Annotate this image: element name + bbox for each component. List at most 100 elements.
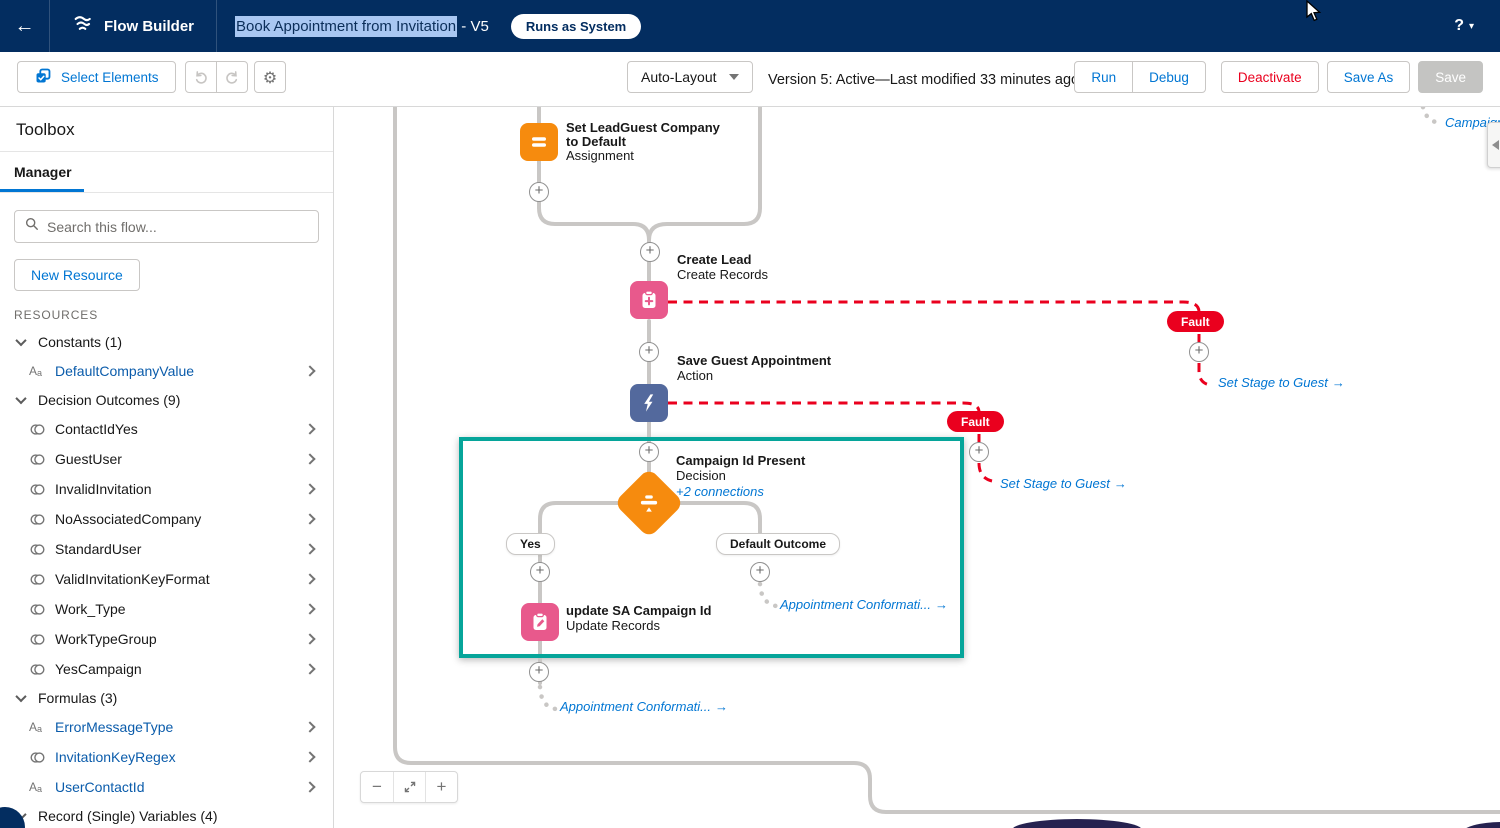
chevron-right-icon[interactable] xyxy=(304,513,316,525)
chevron-right-icon[interactable] xyxy=(304,423,316,435)
resource-item[interactable]: InvalidInvitation xyxy=(0,474,333,504)
outcome-icon xyxy=(29,751,55,764)
chevron-right-icon[interactable] xyxy=(304,633,316,645)
resource-item[interactable]: ValidInvitationKeyFormat xyxy=(0,564,333,594)
offscreen-node-partial xyxy=(1462,822,1500,828)
resource-item[interactable]: NoAssociatedCompany xyxy=(0,504,333,534)
outcome-icon xyxy=(29,543,55,556)
flow-title-selected[interactable]: Book Appointment from Invitation xyxy=(235,15,458,37)
chevron-right-icon[interactable] xyxy=(304,781,316,793)
chevron-right-icon[interactable] xyxy=(304,365,316,377)
zoom-out-button[interactable]: − xyxy=(361,772,393,802)
outcome-icon xyxy=(29,633,55,646)
add-element-button[interactable]: + xyxy=(1189,342,1209,362)
fault-goto-2 xyxy=(977,462,993,483)
flow-search[interactable] xyxy=(14,210,319,243)
goto-link-appointment-1[interactable]: Appointment Conformati...→ xyxy=(780,597,949,612)
resource-item[interactable]: StandardUser xyxy=(0,534,333,564)
fit-view-button[interactable] xyxy=(393,772,425,802)
resource-item[interactable]: YesCampaign xyxy=(0,654,333,684)
settings-button[interactable]: ⚙ xyxy=(254,61,286,93)
new-resource-button[interactable]: New Resource xyxy=(14,259,140,291)
chevron-right-icon[interactable] xyxy=(304,663,316,675)
version-status: Version 5: Active—Last modified 33 minut… xyxy=(768,71,1080,88)
outcome-icon xyxy=(29,603,55,616)
goto-link-appointment-2[interactable]: Appointment Conformati...→ xyxy=(560,699,729,714)
add-element-button[interactable]: + xyxy=(529,662,549,682)
app-name: Flow Builder xyxy=(104,17,194,35)
zoom-in-button[interactable]: + xyxy=(425,772,457,802)
deactivate-button[interactable]: Deactivate xyxy=(1220,61,1319,93)
node-create-records[interactable] xyxy=(630,281,668,319)
add-element-button[interactable]: + xyxy=(750,562,770,582)
goto-link-set-stage-1[interactable]: Set Stage to Guest→ xyxy=(1218,375,1345,390)
goto-link-set-stage-2[interactable]: Set Stage to Guest→ xyxy=(1000,476,1127,491)
chevron-right-icon[interactable] xyxy=(304,543,316,555)
resource-item[interactable]: Work_Type xyxy=(0,594,333,624)
connector-right-merge xyxy=(647,107,762,242)
flow-title[interactable]: Book Appointment from Invitation - V5 xyxy=(235,15,489,37)
node-action[interactable] xyxy=(630,384,668,422)
fault-pill-action: Fault xyxy=(947,411,1004,432)
outcome-icon xyxy=(29,423,55,436)
resource-item[interactable]: InvitationKeyRegex xyxy=(0,742,333,772)
add-element-button[interactable]: + xyxy=(530,562,550,582)
outcome-icon xyxy=(29,663,55,676)
resource-group-decision-outcomes[interactable]: Decision Outcomes (9) xyxy=(0,386,333,414)
flow-connectors xyxy=(393,107,1500,814)
back-button[interactable]: ← xyxy=(0,0,50,52)
search-input[interactable] xyxy=(47,218,308,235)
add-element-button[interactable]: + xyxy=(639,442,659,462)
debug-button[interactable]: Debug xyxy=(1132,61,1206,93)
goto-link-campaign[interactable]: Campaign Id... xyxy=(1445,115,1500,130)
chevron-right-icon[interactable] xyxy=(304,721,316,733)
fault-line-action xyxy=(668,401,981,413)
panel-toggle-button[interactable] xyxy=(1487,122,1500,168)
resource-item[interactable]: WorkTypeGroup xyxy=(0,624,333,654)
resource-item[interactable]: GuestUser xyxy=(0,444,333,474)
node-assignment[interactable] xyxy=(520,123,558,161)
add-element-button[interactable]: + xyxy=(969,442,989,462)
flow-canvas[interactable]: Set LeadGuest Company to Default Assignm… xyxy=(334,107,1500,828)
corner-fab-partial[interactable] xyxy=(0,807,25,828)
add-element-button[interactable]: + xyxy=(529,182,549,202)
undo-button[interactable] xyxy=(185,61,217,93)
flow-version-suffix: - V5 xyxy=(457,17,489,35)
chevron-down-icon xyxy=(15,690,27,703)
resource-group-record-variables[interactable]: Record (Single) Variables (4) xyxy=(0,802,333,828)
tab-manager[interactable]: Manager xyxy=(14,164,72,180)
resource-group-formulas[interactable]: Formulas (3) xyxy=(0,684,333,712)
resource-group-constants[interactable]: Constants (1) xyxy=(0,328,333,356)
select-elements-button[interactable]: Select Elements xyxy=(17,61,176,93)
decision-connections-link[interactable]: +2 connections xyxy=(676,483,764,499)
flow-builder-icon xyxy=(72,13,94,40)
undo-redo-group xyxy=(185,61,248,93)
layout-mode-select[interactable]: Auto-Layout xyxy=(627,61,753,93)
add-element-button[interactable]: + xyxy=(640,242,660,262)
chevron-right-icon[interactable] xyxy=(304,751,316,763)
arrow-right-icon: → xyxy=(1113,476,1127,491)
app-brand: Flow Builder xyxy=(50,0,217,52)
chevron-right-icon[interactable] xyxy=(304,453,316,465)
add-element-button[interactable]: + xyxy=(639,342,659,362)
chevron-right-icon[interactable] xyxy=(304,603,316,615)
node-decision[interactable] xyxy=(613,467,685,539)
chevron-right-icon[interactable] xyxy=(304,483,316,495)
dropdown-caret-icon xyxy=(729,74,739,80)
help-menu-button[interactable]: ? ▾ xyxy=(1454,17,1474,35)
arrow-right-icon: → xyxy=(715,699,729,714)
connector-branch-default xyxy=(672,501,762,535)
node-update-records[interactable] xyxy=(521,603,559,641)
run-button[interactable]: Run xyxy=(1074,61,1134,93)
save-as-button[interactable]: Save As xyxy=(1326,61,1411,93)
redo-button[interactable] xyxy=(216,61,248,93)
outcome-pill-yes: Yes xyxy=(506,533,555,555)
fault-line-create-lead xyxy=(668,300,1201,313)
chevron-right-icon[interactable] xyxy=(304,573,316,585)
help-icon: ? xyxy=(1454,17,1464,34)
resource-item[interactable]: ContactIdYes xyxy=(0,414,333,444)
